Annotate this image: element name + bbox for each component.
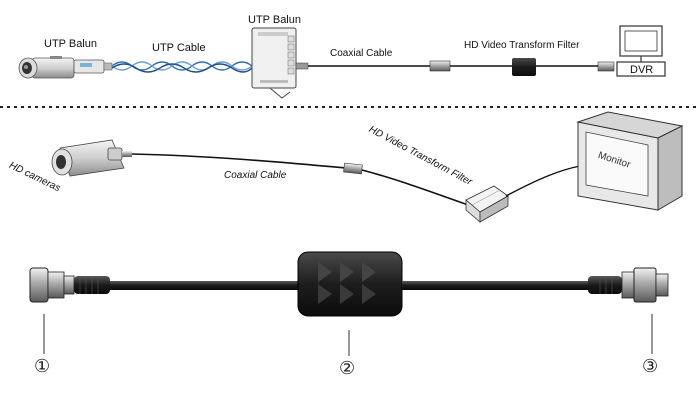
middle-filter-to-monitor-cable <box>505 165 581 197</box>
callout-2: ② <box>339 358 356 379</box>
top-camera <box>18 56 75 79</box>
middle-coaxial-cable <box>131 153 469 206</box>
dvr-monitor-icon <box>616 25 666 77</box>
label-utp-balun-right: UTP Balun <box>248 14 301 26</box>
callout-3: ③ <box>642 356 659 377</box>
bottom-product-cable <box>29 251 669 317</box>
top-coaxial-cable <box>295 58 615 76</box>
label-hd-video-filter-top: HD Video Transform Filter <box>464 40 580 51</box>
label-dvr: DVR <box>630 64 654 76</box>
monitor-icon <box>576 111 684 211</box>
label-utp-balun-left: UTP Balun <box>44 38 97 50</box>
utp-twisted-cable <box>111 61 253 73</box>
label-utp-cable: UTP Cable <box>152 42 206 54</box>
callout-leaders <box>43 314 653 356</box>
utp-balun-hub <box>251 27 297 99</box>
middle-filter-box <box>465 185 509 223</box>
label-coaxial-cable-top: Coaxial Cable <box>330 48 393 59</box>
middle-camera <box>51 139 132 177</box>
utp-balun-left <box>73 59 113 74</box>
label-coaxial-cable-middle: Coaxial Cable <box>224 170 287 181</box>
callout-1: ① <box>34 356 51 377</box>
